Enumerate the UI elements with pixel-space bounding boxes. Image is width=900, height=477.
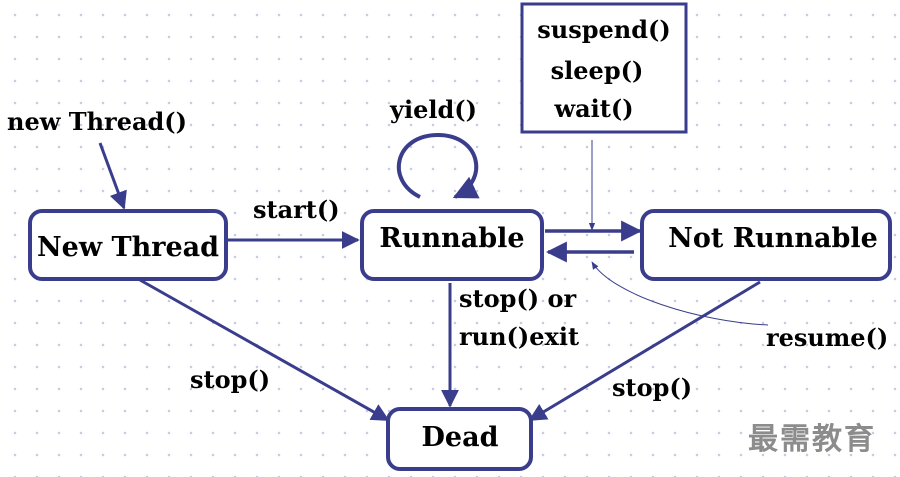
node-runnable-label: Runnable	[379, 223, 524, 254]
node-new-thread-label: New Thread	[37, 232, 219, 263]
label-create: new Thread()	[7, 107, 187, 136]
label-start: start()	[253, 195, 340, 224]
label-resume: resume()	[766, 323, 888, 352]
label-stop-or-exit-1: stop() or	[459, 284, 576, 313]
label-stop-from-new: stop()	[190, 365, 270, 394]
label-stop-from-not-runnable: stop()	[612, 373, 692, 402]
node-new-thread: New Thread	[28, 209, 228, 281]
method-suspend: suspend()	[537, 15, 670, 44]
watermark-logo: 最需教育	[748, 422, 876, 457]
edge-resume	[591, 261, 769, 326]
edge-yield-loop	[396, 132, 480, 199]
edge-create	[98, 142, 127, 210]
node-dead: Dead	[386, 407, 533, 471]
label-yield: yield()	[389, 95, 477, 124]
label-stop-or-exit-2: run()exit	[459, 322, 579, 351]
node-not-runnable: Not Runnable	[640, 209, 892, 281]
edge-stop-from-new	[139, 278, 390, 422]
blocking-methods-box: suspend() sleep() wait()	[520, 2, 688, 134]
method-sleep: sleep()	[551, 56, 644, 85]
node-dead-label: Dead	[422, 422, 499, 453]
node-not-runnable-label: Not Runnable	[668, 223, 878, 254]
method-wait: wait()	[553, 94, 633, 123]
edge-stop-from-not-runnable	[528, 280, 761, 422]
node-runnable: Runnable	[360, 209, 544, 281]
